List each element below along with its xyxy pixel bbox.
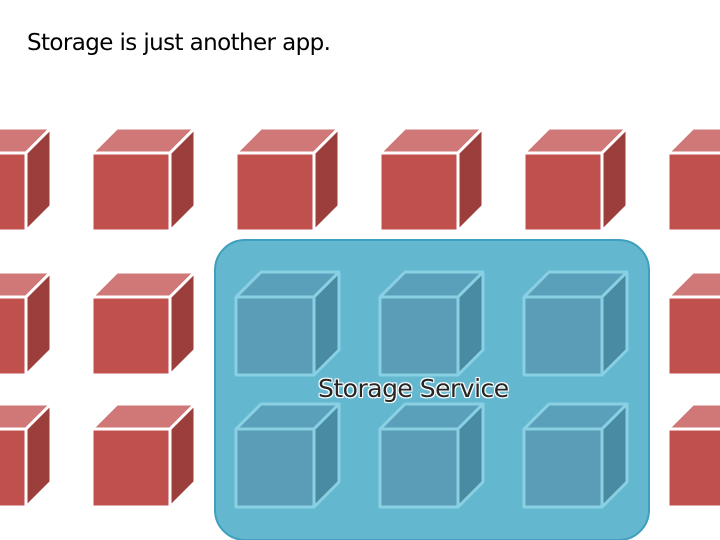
- storage-service-label: Storage Service: [318, 374, 509, 403]
- storage-cube: [236, 272, 339, 375]
- app-cube: [92, 272, 195, 375]
- storage-cube: [380, 272, 483, 375]
- storage-cube: [524, 272, 627, 375]
- app-cube: [0, 404, 51, 507]
- app-cube: [0, 128, 51, 231]
- app-cube: [668, 128, 720, 231]
- app-cube: [236, 128, 339, 231]
- storage-cube: [380, 404, 483, 507]
- app-cube: [0, 272, 51, 375]
- app-cube: [380, 128, 483, 231]
- storage-cube: [236, 404, 339, 507]
- app-cube: [92, 404, 195, 507]
- storage-cube: [524, 404, 627, 507]
- app-cube: [524, 128, 627, 231]
- app-cube: [668, 272, 720, 375]
- app-cube: [92, 128, 195, 231]
- app-cube: [668, 404, 720, 507]
